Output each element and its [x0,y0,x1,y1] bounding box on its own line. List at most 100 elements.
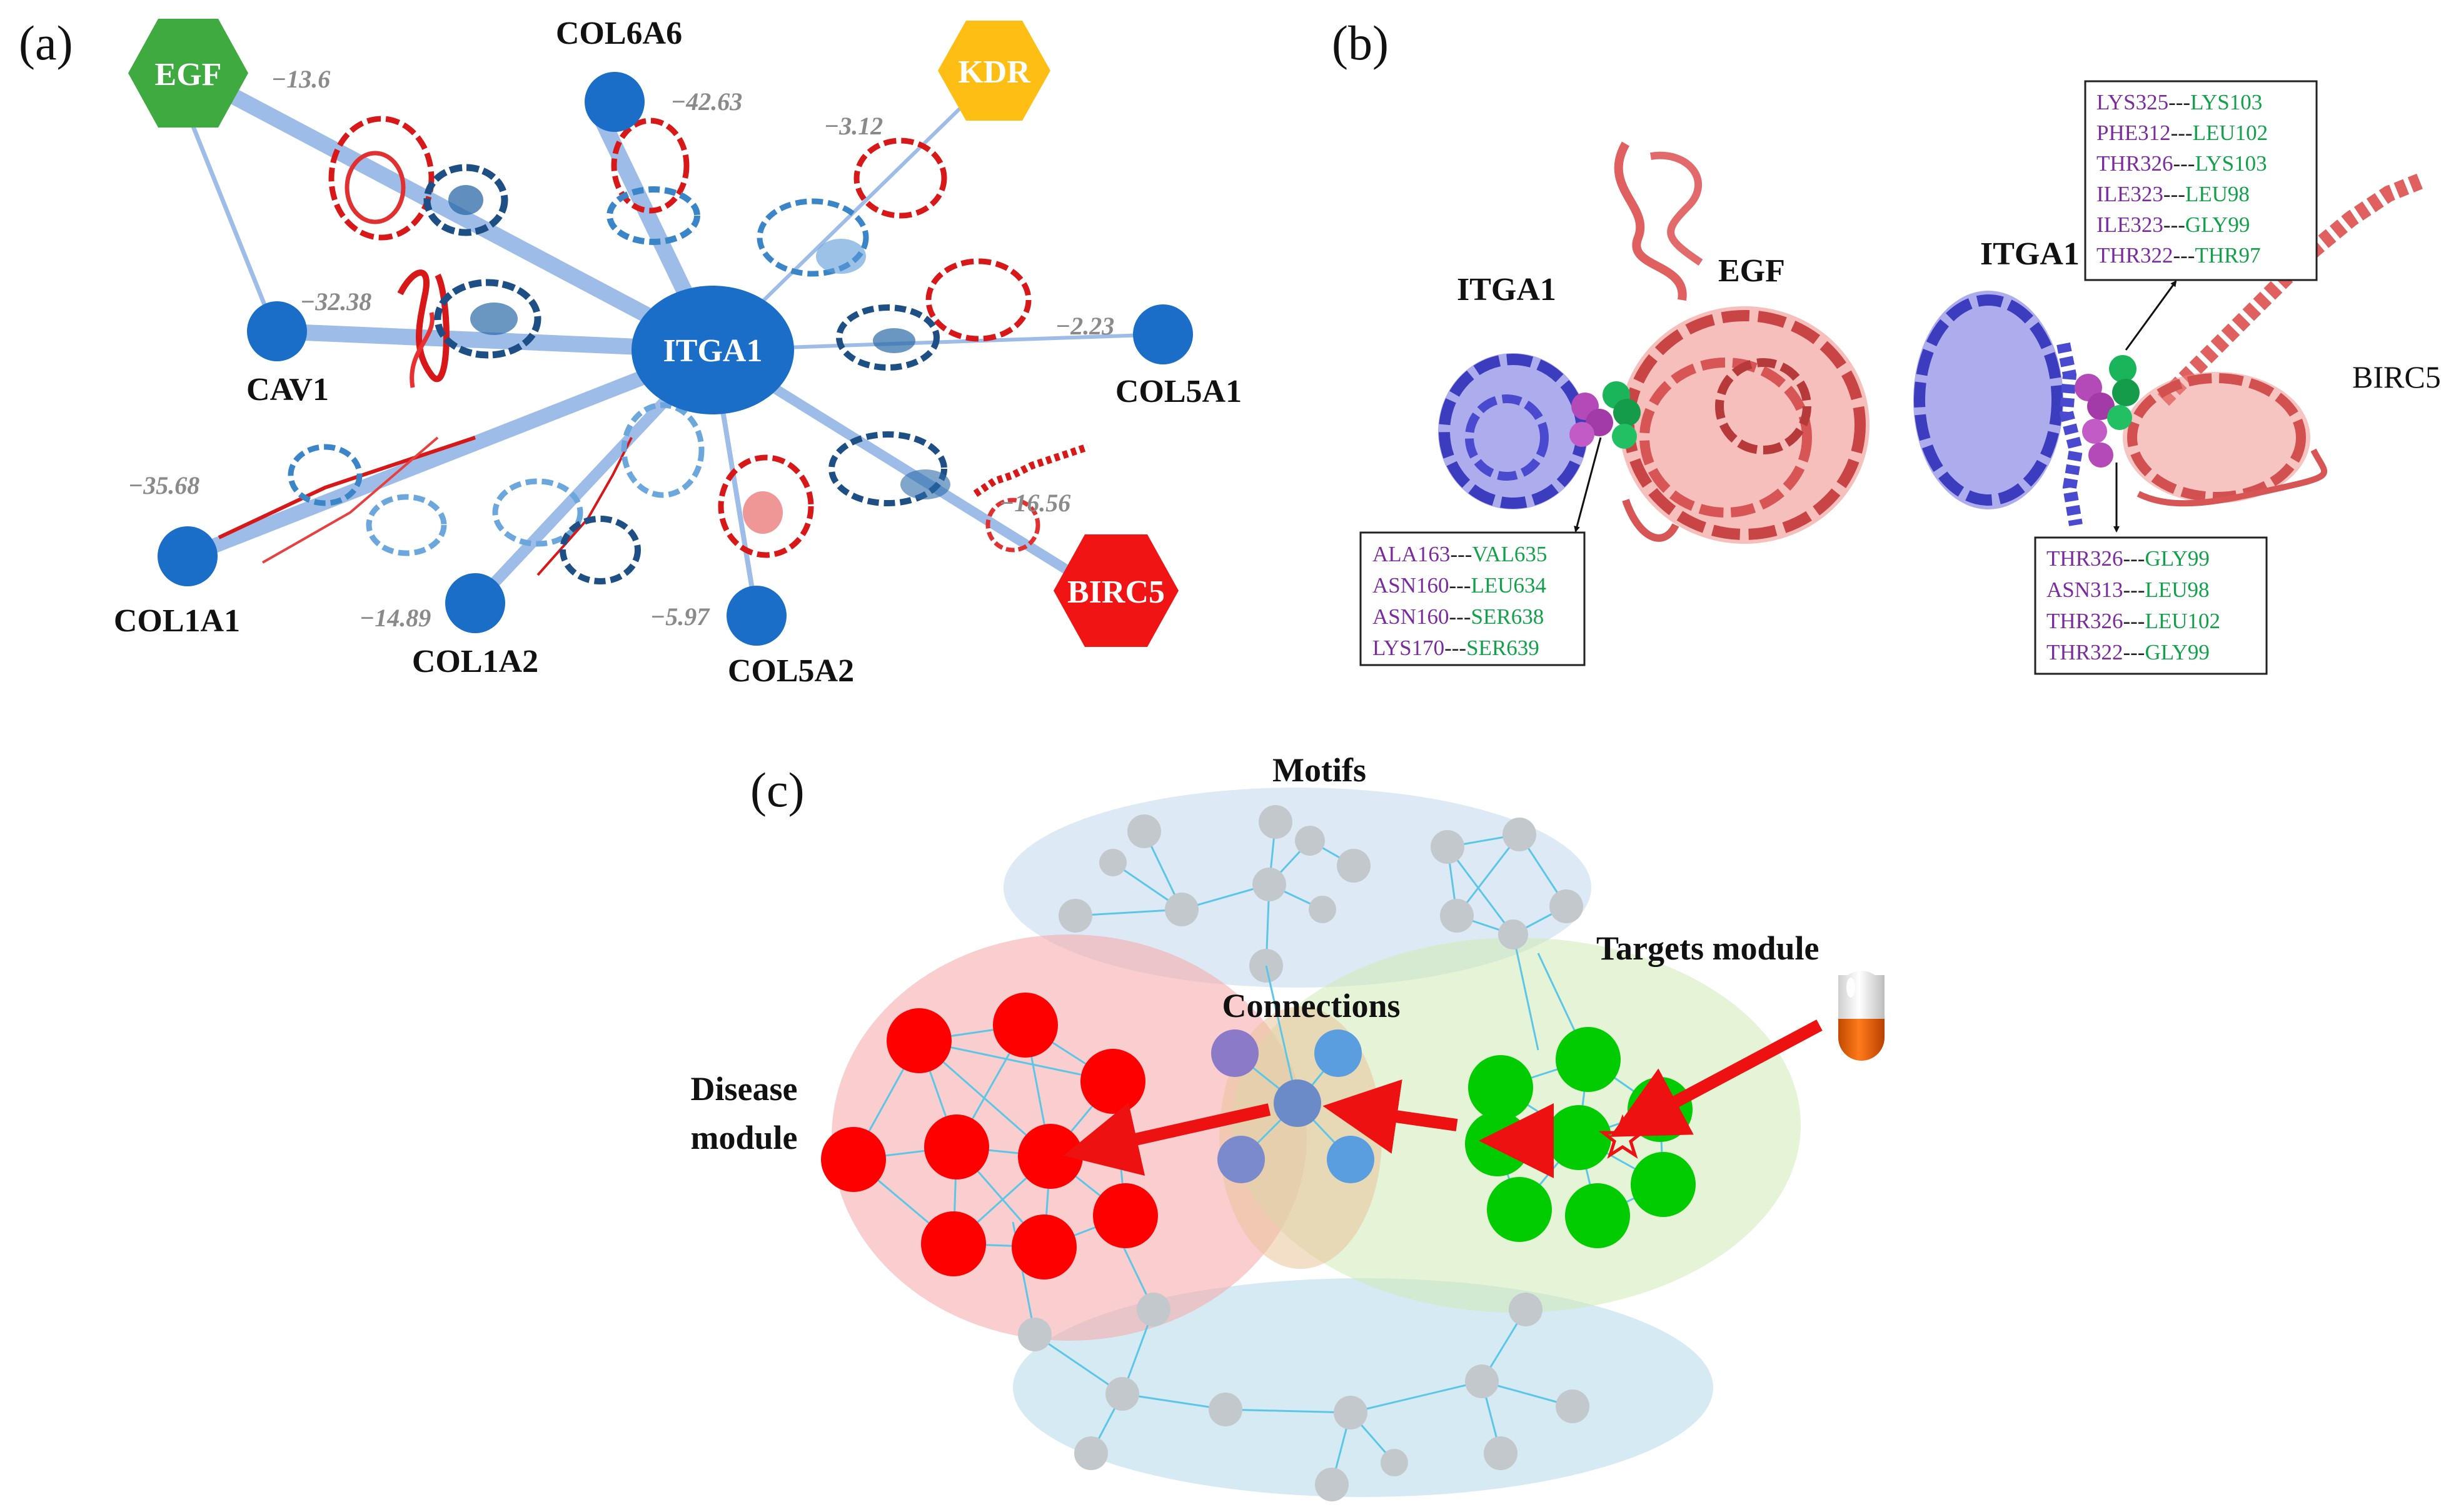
flow-arrows [1063,1019,1823,1178]
target-node [1631,1152,1696,1217]
residue-itga1: ILE323 [2096,213,2163,237]
interface-residues-left [1569,381,1641,449]
pair-separator: --- [2123,609,2145,633]
panel-b: (b) [1332,16,2441,675]
node-col1a2-label: COL1A2 [412,644,538,679]
connection-node [1327,1136,1374,1183]
pair-separator: --- [1444,636,1466,660]
node-egf-score: −13.6 [271,65,330,93]
bottom-node [1105,1377,1139,1411]
target-star-icon [1598,1114,1647,1159]
motif-node [1127,814,1161,848]
node-col1a1-score: −35.68 [128,471,199,499]
node-col5a2-score: −5.97 [650,603,710,631]
residue-itga1: THR326 [2096,151,2173,176]
bottom-node [1465,1364,1499,1398]
residue-partner: LEU634 [1471,573,1547,598]
residue-itga1: ILE323 [2096,182,2163,206]
residue-pair: ILE323---LEU98 [2096,182,2250,206]
residue-itga1: ASN160 [1372,604,1449,629]
motif-node [1549,889,1583,923]
residue-partner: GLY99 [2145,546,2209,571]
residue-pair: THR326---GLY99 [2046,546,2210,571]
residue-itga1: LYS170 [1372,636,1444,660]
motif-node [1295,826,1325,856]
edge-egf-cav1 [185,110,278,334]
residue-partner: LEU98 [2145,578,2210,602]
egf-structure [1614,141,1870,544]
residue-partner: GLY99 [2185,213,2250,237]
residue-itga1: ASN313 [2046,578,2123,602]
itga1-egf-complex: ITGA1 EGF ALA163---VAL635ASN160---LEU634… [1359,141,1870,666]
node-col1a1: COL1A1 −35.68 [114,471,240,639]
residue-itga1: ASN160 [1372,573,1449,598]
panel-a-edges [179,64,1165,618]
motif-node [1099,849,1127,876]
motif-node [1498,919,1528,949]
bottom-node [1556,1389,1589,1423]
node-col5a1: COL5A1 −2.23 [1055,304,1242,409]
bottom-node [1074,1436,1108,1470]
residue-itga1: THR322 [2096,243,2173,268]
connection-node [1274,1079,1321,1127]
disease-module-label-line1: Disease [691,1070,798,1108]
hub-label: ITGA1 [663,333,763,369]
panel-a-label: (a) [19,16,73,70]
residue-partner: THR97 [2195,243,2260,268]
col5a1-complex-structure [836,258,1032,371]
node-birc5-score: −16.56 [999,489,1070,517]
col1a2-complex-structure [492,437,641,584]
pointer-right-top [2125,280,2177,351]
node-col1a2-score: −14.89 [360,604,431,632]
node-egf-label: EGF [155,57,222,93]
residue-pair: PHE312---LEU102 [2096,121,2268,145]
residue-pair: THR322---GLY99 [2046,640,2210,664]
residue-partner: LEU98 [2185,182,2250,206]
residue-box-left: ALA163---VAL635ASN160---LEU634ASN160---S… [1359,531,1586,666]
node-birc5: BIRC5 −16.56 [999,489,1179,647]
motif-node [1337,849,1371,883]
residue-pair: ILE323---GLY99 [2096,213,2250,237]
itga1-birc5-complex: ITGA1 BIRC5 LYS325---LYS103PHE312---LEU1… [1913,80,2441,675]
residue-partner: GLY99 [2145,640,2209,664]
pair-separator: --- [2123,578,2145,602]
node-col5a2: COL5A2 −5.97 [650,586,854,689]
pair-separator: --- [2163,213,2185,237]
target-node [1556,1027,1621,1092]
background-network-nodes [1018,805,1589,1501]
panel-b-label: (b) [1332,16,1389,70]
pair-separator: --- [2163,182,2185,206]
motifs-label: Motifs [1272,751,1366,789]
pair-separator: --- [1449,604,1471,629]
target-node [1546,1105,1611,1170]
residue-partner: VAL635 [1472,542,1547,566]
node-col6a6-label: COL6A6 [556,16,682,51]
birc5-complex-structure [828,431,1089,553]
targets-module-label: Targets module [1596,929,1819,967]
col1a1-complex-structure [218,436,476,564]
connections-label: Connections [1222,987,1400,1024]
disease-node [1093,1183,1158,1248]
node-col1a2: COL1A2 −14.89 [360,573,538,679]
itga1-label-right: ITGA1 [1980,236,2080,272]
node-kdr-label: KDR [958,54,1031,90]
motif-node [1252,868,1286,901]
node-cav1-label: CAV1 [246,372,329,408]
residue-pair: ASN313---LEU98 [2046,578,2210,602]
edge-birc5-itga1 [708,345,1105,596]
motif-node [1440,899,1474,933]
pointer-left [1574,437,1602,533]
connection-node [1217,1136,1265,1183]
target-node [1565,1183,1630,1248]
node-cav1-score: −32.38 [300,288,371,316]
disease-node [921,1211,986,1276]
disease-module-nodes [821,993,1158,1279]
edge-egf-itga1 [179,64,721,358]
col5a2-complex-structure [621,402,814,558]
residue-partner: LEU102 [2193,121,2268,145]
disease-node [1012,1214,1077,1279]
bottom-node [1484,1436,1517,1470]
disease-node [821,1127,886,1192]
panel-c: (c) [690,751,1885,1501]
